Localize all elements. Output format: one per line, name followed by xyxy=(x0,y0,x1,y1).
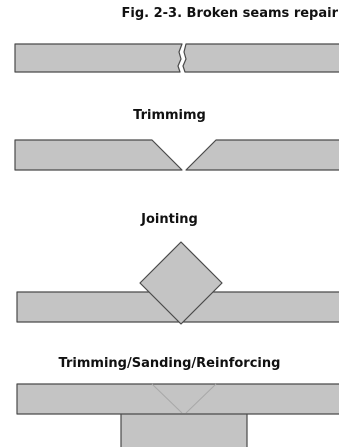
reinforcement-patch xyxy=(120,411,248,447)
broken-plate-right xyxy=(182,43,339,73)
sanded-seam-line-right xyxy=(185,383,217,414)
finished-seam xyxy=(16,383,339,447)
step-label-trimming: Trimmimg xyxy=(133,108,206,123)
jointed-plates xyxy=(16,241,339,325)
figure-title: Fig. 2-3. Broken seams repair xyxy=(121,6,338,21)
broken-plate xyxy=(14,43,339,73)
diamond-joint-filler xyxy=(139,241,223,325)
step-label-jointing: Jointing xyxy=(141,212,198,227)
trimmed-plates xyxy=(14,139,339,171)
broken-plate-left xyxy=(14,43,183,73)
sanded-seam-line-left xyxy=(151,383,183,414)
trimmed-plate-right xyxy=(185,139,339,171)
step-label-final: Trimming/Sanding/Reinforcing xyxy=(58,356,281,371)
trimmed-plate-left xyxy=(14,139,183,171)
